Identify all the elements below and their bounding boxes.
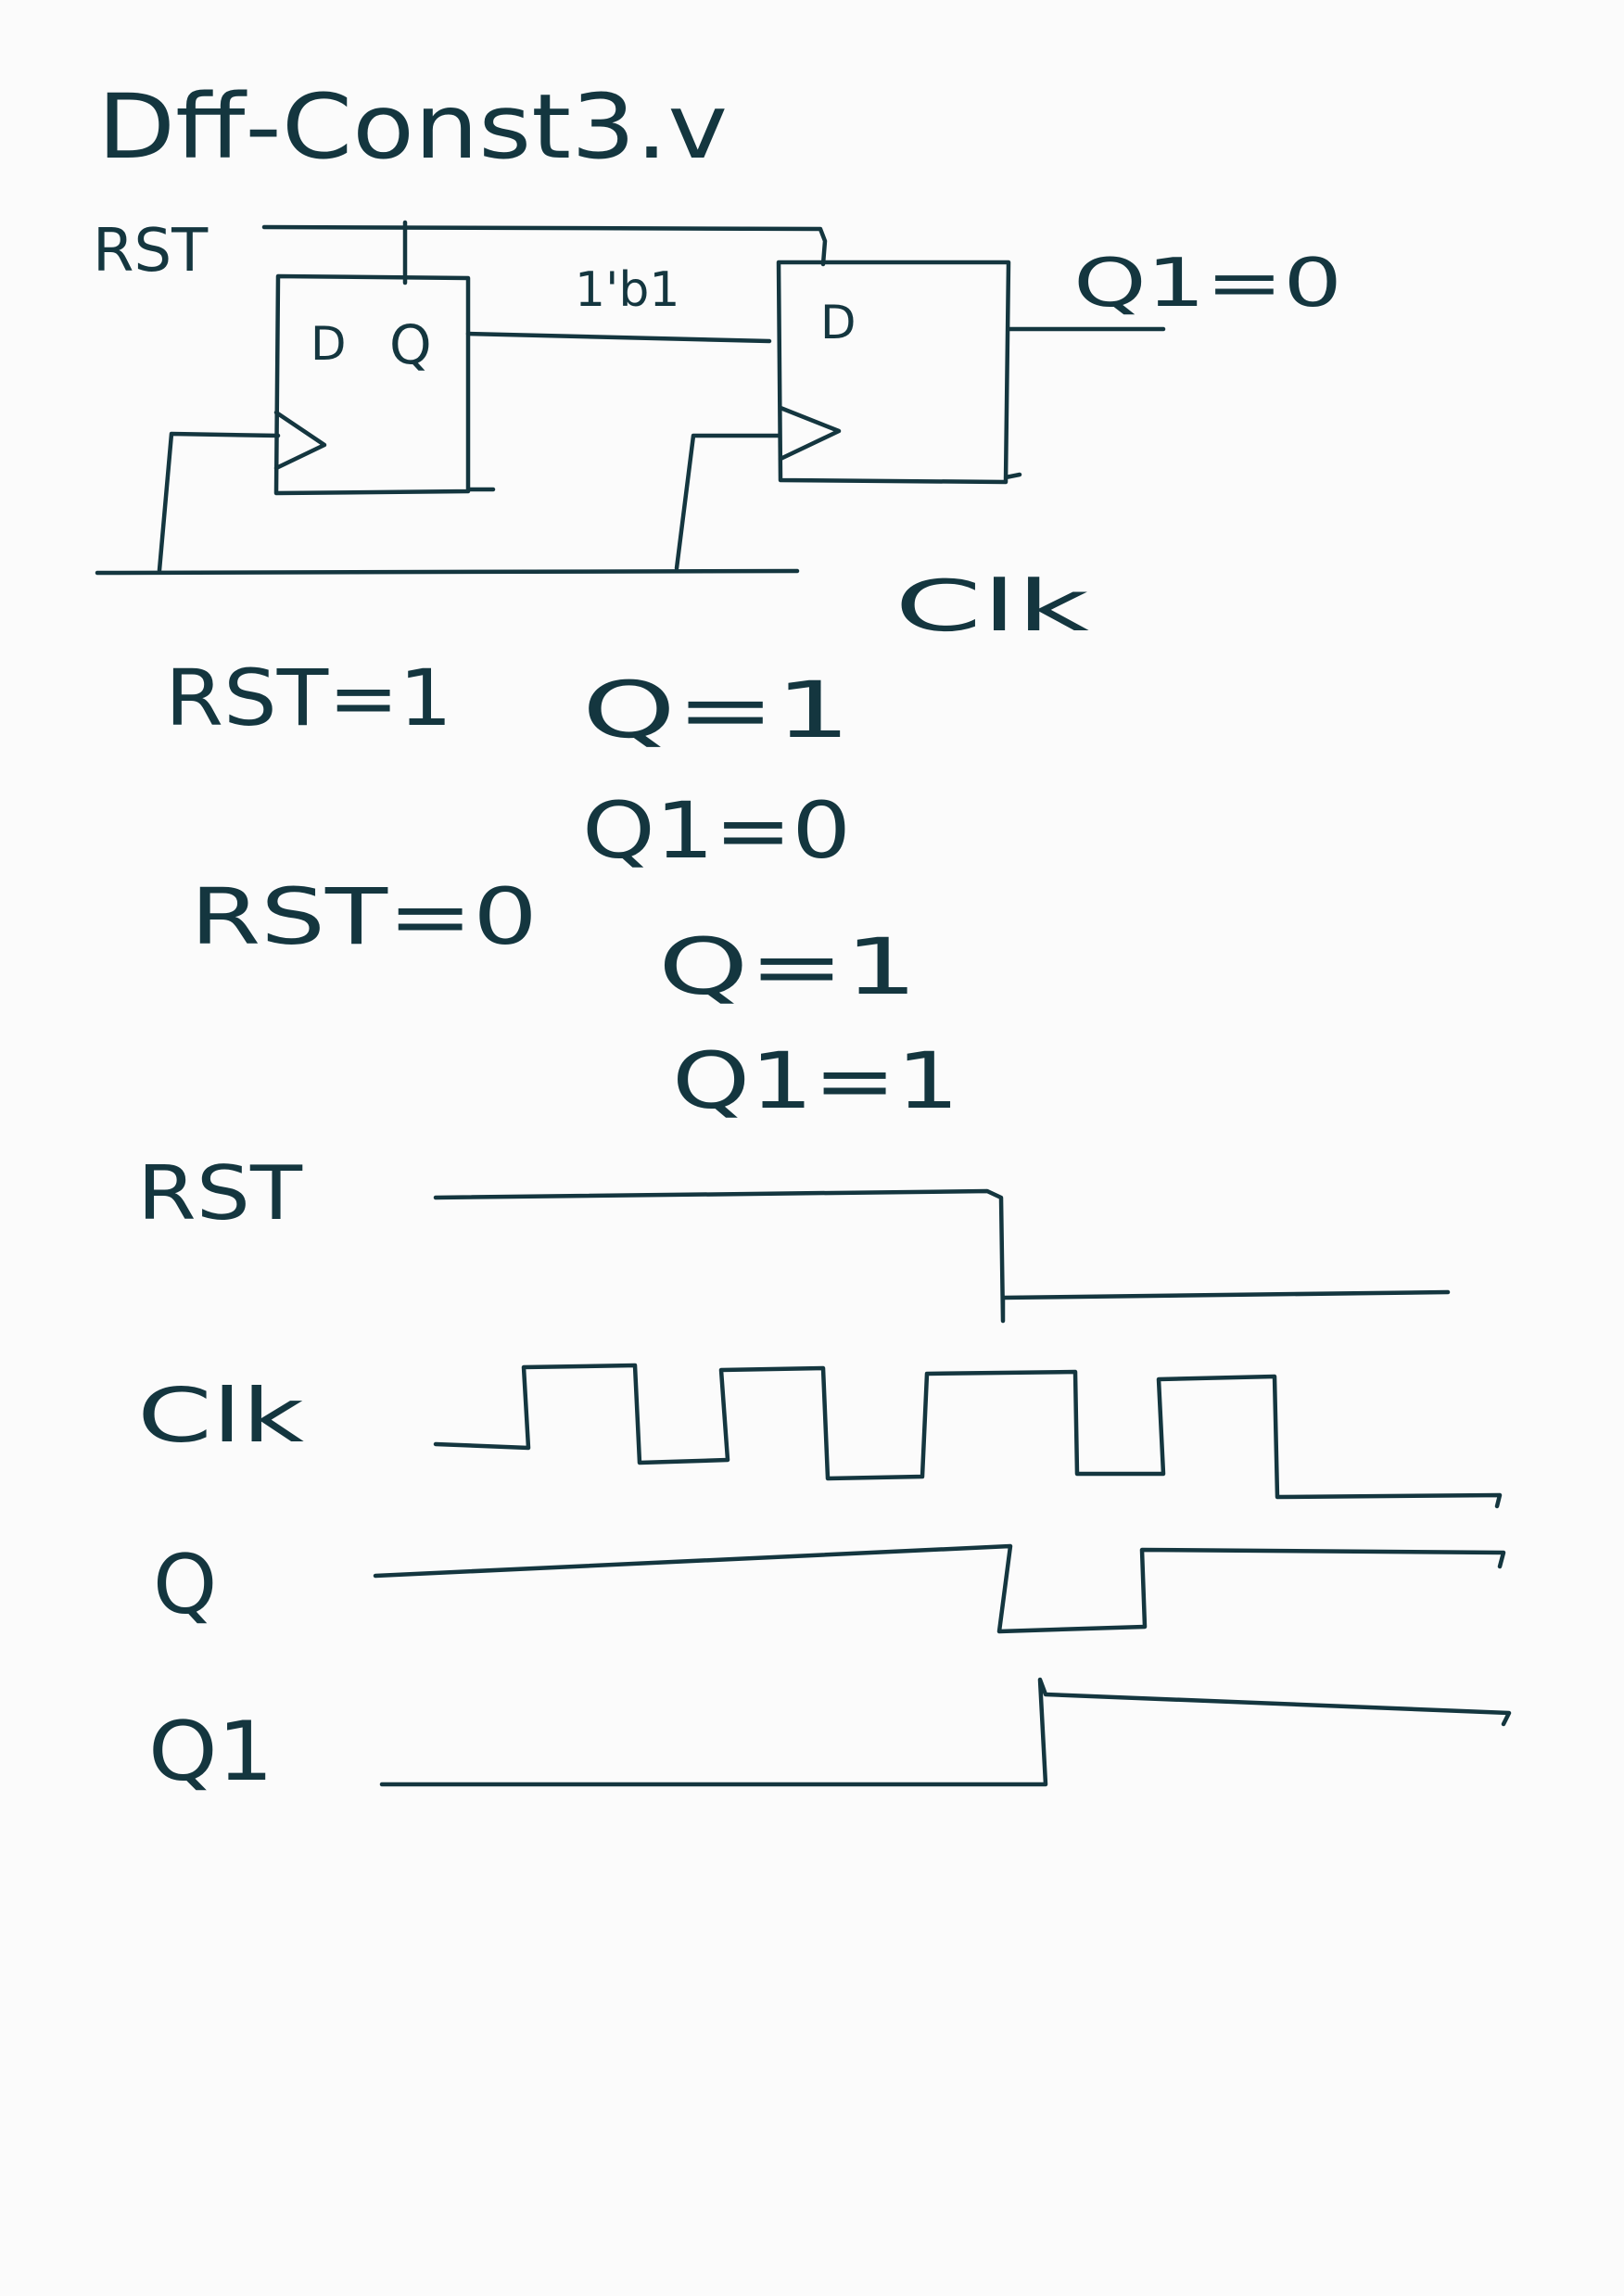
eq-reset-low: RST=0 (190, 871, 538, 962)
q1-waveform (379, 1677, 1512, 1787)
clock-wire (95, 431, 800, 576)
waveform-q1-label: Q1 (148, 1704, 273, 1799)
q-waveform (373, 1543, 1506, 1634)
waveform-clk-label: Clk (137, 1373, 305, 1459)
eq-reset-low-q: Q=1 (658, 921, 918, 1012)
output-label: Q1=0 (1073, 244, 1342, 322)
flipflop-2 (776, 260, 1022, 485)
wire-constant-label: 1'b1 (575, 262, 679, 318)
q-to-d-wire (465, 331, 772, 344)
waveform-rst-label: RST (137, 1150, 303, 1237)
rst-waveform (433, 1188, 1451, 1324)
waveform-q-label: Q (153, 1537, 217, 1632)
schematic-rst-label: RST (93, 217, 209, 285)
ff1-clock-triangle (273, 410, 327, 471)
timing-diagram: RST Clk Q Q1 (137, 1150, 1512, 1799)
equations: RST=1 Q=1 Q1=0 RST=0 Q=1 Q1=1 (165, 653, 959, 1126)
page-title: Dff-Const3.v (97, 75, 728, 179)
ff1-d-pin: D (311, 317, 347, 371)
eq-reset-low-q1: Q1=1 (672, 1035, 959, 1126)
eq-reset-high-q1: Q1=0 (582, 785, 851, 876)
clk-waveform (433, 1363, 1503, 1509)
eq-reset-high-q: Q=1 (582, 665, 851, 755)
schematic-clk-label: Clk (894, 564, 1089, 647)
rst-wire (261, 224, 828, 267)
flipflop-1 (273, 273, 496, 496)
eq-reset-high: RST=1 (165, 653, 452, 743)
ff2-d-pin: D (820, 296, 856, 349)
ff2-clock-triangle (778, 405, 842, 462)
ff1-q-pin: Q (389, 313, 432, 376)
schematic: RST D Q 1'b1 D Q1=0 Clk (93, 217, 1342, 647)
